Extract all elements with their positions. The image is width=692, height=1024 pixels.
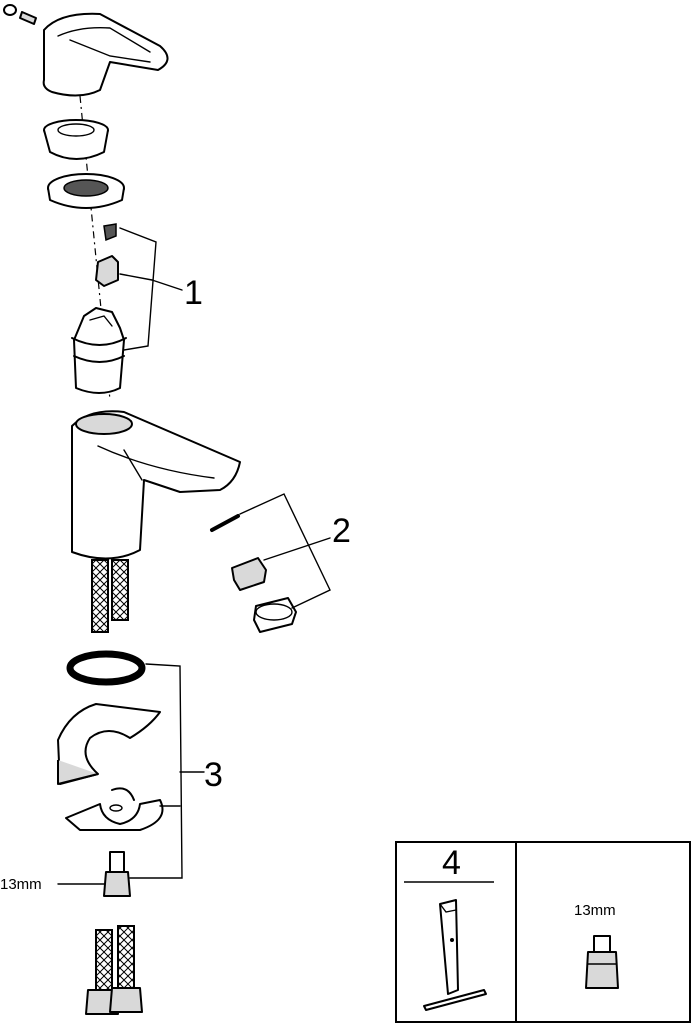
panel-nut: [585, 935, 619, 989]
callout-1-label: 1: [184, 274, 203, 312]
threaded-ring: [47, 173, 125, 209]
aerator-group: [210, 514, 297, 633]
set-screw: [3, 4, 37, 25]
callout-1-bracket: [119, 227, 183, 351]
fixing-plate: [65, 787, 164, 831]
o-ring: [66, 650, 146, 686]
nut-size-label: 13mm: [0, 876, 42, 893]
callout-2-label: 2: [332, 512, 351, 550]
callout-4-label: 4: [442, 844, 461, 882]
callout-3-bracket: [129, 663, 205, 879]
callout-3-label: 3: [204, 756, 223, 794]
service-tool: [423, 899, 487, 1011]
tool-panel: [395, 841, 691, 1023]
threaded-stud: [103, 851, 131, 897]
cover-cap: [43, 119, 109, 160]
gasket-plate: [57, 703, 161, 785]
supply-hoses-lower: [85, 925, 143, 1015]
faucet-body: [71, 410, 241, 560]
supply-hoses-upper: [91, 559, 129, 633]
callout-2-bracket: [239, 493, 331, 609]
cartridge-group: [71, 223, 127, 394]
panel-nut-size-label: 13mm: [574, 902, 616, 919]
lever-handle: [42, 12, 169, 97]
